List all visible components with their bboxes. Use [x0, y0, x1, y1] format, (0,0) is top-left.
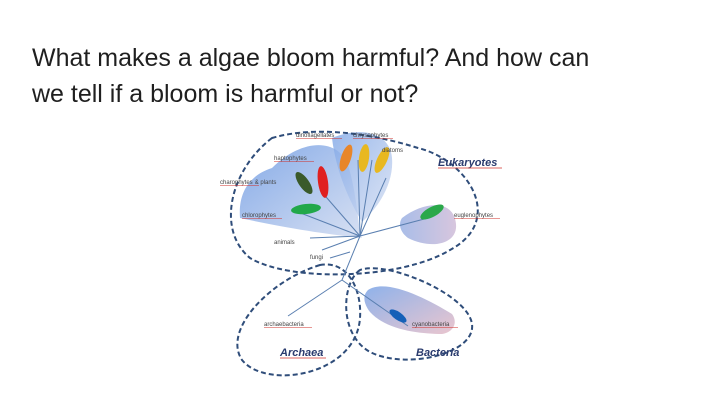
- cyanobacteria-ellipse: [389, 309, 407, 323]
- cyanobacteria-clade-shading: [364, 286, 455, 334]
- title-line-2: we tell if a bloom is harmful or not?: [32, 80, 419, 108]
- euglenophytes-ellipse: [420, 204, 444, 220]
- label-diatoms: diatoms: [382, 148, 403, 154]
- label-charophytes: charophytes& plants: [220, 180, 276, 186]
- domain-bacteria: Bacteria: [416, 347, 459, 359]
- charophytes-ellipse: [295, 171, 313, 195]
- label-chrysophytes: chrysophytes: [353, 133, 388, 139]
- algae-clade-shading-left: [239, 145, 362, 238]
- label-archaebacteria: archaebacteria: [264, 322, 304, 328]
- slide-title: What makes a algae bloom harmful? And ho…: [32, 40, 692, 112]
- label-fungi: fungi: [310, 255, 323, 261]
- domain-eukaryotes: Eukaryotes: [438, 157, 497, 169]
- tree-of-life-svg: dinoflagellates chrysophytes diatoms hap…: [220, 130, 502, 377]
- tree-branches: [287, 159, 429, 327]
- archaea-outline: [236, 263, 362, 377]
- euglenophytes-clade-shading: [400, 205, 457, 245]
- label-haptophytes: haptophytes: [274, 156, 307, 162]
- label-euglenophytes: euglenophytes: [454, 213, 493, 219]
- label-cyanobacteria: cyanobacteria: [412, 322, 450, 328]
- label-dinoflagellates: dinoflagellates: [296, 133, 334, 139]
- haptophytes-ellipse: [317, 166, 329, 198]
- title-line-1: What makes a algae bloom harmful? And ho…: [32, 44, 590, 72]
- tree-of-life-diagram: dinoflagellates chrysophytes diatoms hap…: [210, 120, 510, 405]
- label-animals: animals: [274, 240, 295, 246]
- bacteria-outline: [345, 267, 474, 361]
- chrysophytes-ellipse-1: [358, 144, 370, 172]
- chrysophytes-ellipse-2: [374, 147, 390, 173]
- chlorophytes-ellipse: [291, 203, 321, 215]
- dinoflagellates-ellipse: [339, 144, 353, 172]
- domain-archaea: Archaea: [279, 347, 323, 359]
- label-chlorophytes: chlorophytes: [242, 213, 276, 219]
- eukaryotes-outline: [229, 130, 479, 276]
